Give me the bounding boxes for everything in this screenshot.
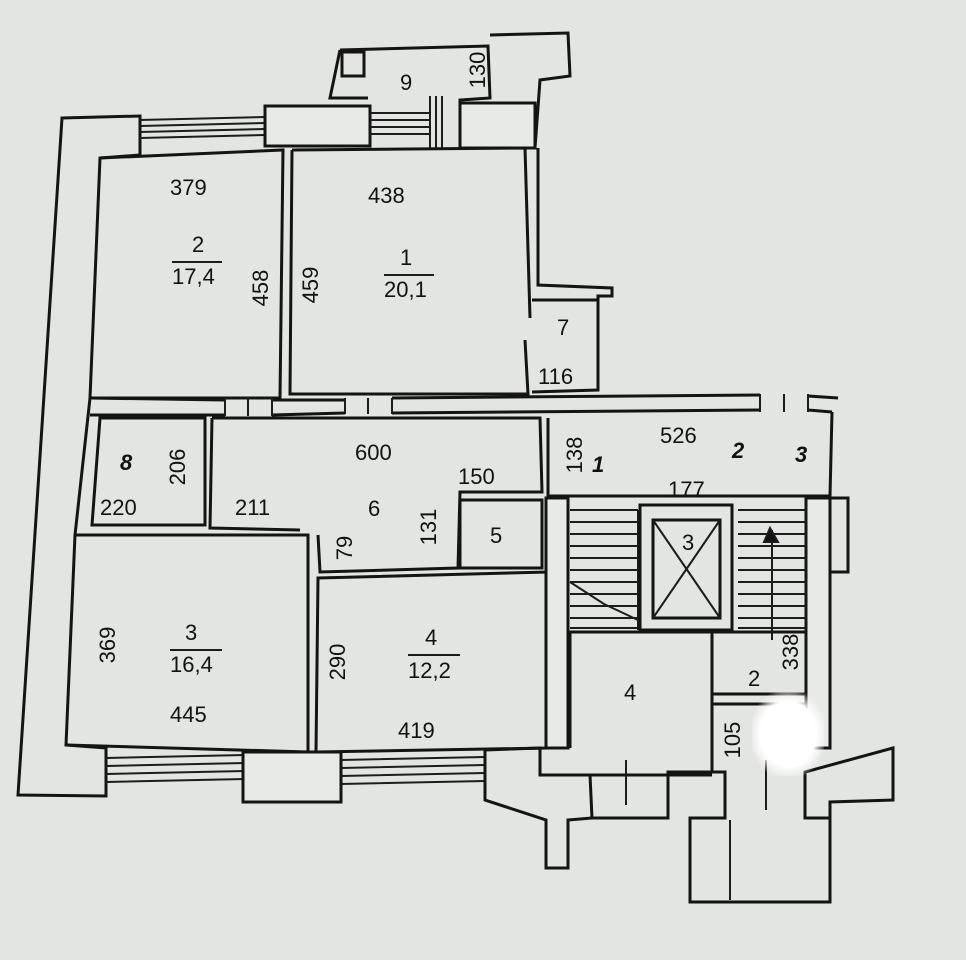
room3-height: 369 <box>95 627 120 664</box>
room8-width: 220 <box>100 495 137 520</box>
room5-number: 5 <box>490 523 502 548</box>
room4-area: 12,2 <box>408 658 451 683</box>
room3-walls <box>65 533 310 754</box>
room1-height: 459 <box>298 267 323 304</box>
room2-area: 17,4 <box>172 264 215 289</box>
room4-width: 419 <box>398 718 435 743</box>
hall-dim-131: 131 <box>416 509 441 546</box>
stair-hall <box>544 411 895 904</box>
labels: 9 130 379 2 17,4 458 438 459 1 20,1 7 11… <box>95 52 807 759</box>
hall-dim-211: 211 <box>235 495 270 520</box>
room1-walls <box>288 146 532 396</box>
lift-number: 3 <box>682 530 694 555</box>
room5-walls <box>458 498 544 570</box>
hall-dim-79: 79 <box>332 536 357 560</box>
room1-number: 1 <box>400 245 412 270</box>
stair-dim-177: 177 <box>668 477 705 502</box>
balcony <box>328 31 572 149</box>
balcony-number: 9 <box>400 70 412 95</box>
stair-bay-2: 2 <box>731 438 745 463</box>
room7-dimension: 116 <box>538 364 573 389</box>
room2-width: 379 <box>170 175 207 200</box>
balcony-dimension: 130 <box>465 52 490 89</box>
corridor-doors <box>224 394 809 416</box>
room4-height: 290 <box>325 644 350 681</box>
hall-width: 600 <box>355 440 392 465</box>
room1-width: 438 <box>368 183 405 208</box>
room4-number: 4 <box>425 625 437 650</box>
room3-area: 16,4 <box>170 652 213 677</box>
top-windows <box>139 96 537 150</box>
stair-room-4: 4 <box>624 680 636 705</box>
room1-area: 20,1 <box>384 277 427 302</box>
stair-dim-338: 338 <box>778 634 803 671</box>
room8-number: 8 <box>120 450 133 475</box>
smudge-mark <box>752 692 824 776</box>
stair-bay-1: 1 <box>592 452 604 477</box>
room7-walls <box>531 148 614 394</box>
corridor-wall <box>89 393 839 417</box>
room3-width: 445 <box>170 702 207 727</box>
stair-bay-3: 3 <box>795 442 807 467</box>
hall-walls <box>208 416 544 574</box>
room7-number: 7 <box>557 315 569 340</box>
stair-dim-105: 105 <box>720 722 745 759</box>
stair-dim-138: 138 <box>562 437 587 474</box>
room8-height: 206 <box>165 449 190 486</box>
hall-number: 6 <box>368 496 380 521</box>
room2-height: 458 <box>248 270 273 307</box>
stair-room-2: 2 <box>748 666 760 691</box>
room3-number: 3 <box>185 620 197 645</box>
stair-dim-526: 526 <box>660 423 697 448</box>
room8-walls <box>90 416 207 527</box>
hall-dim-150: 150 <box>458 464 495 489</box>
bottom-windows <box>105 746 594 870</box>
room2-number: 2 <box>192 232 204 257</box>
